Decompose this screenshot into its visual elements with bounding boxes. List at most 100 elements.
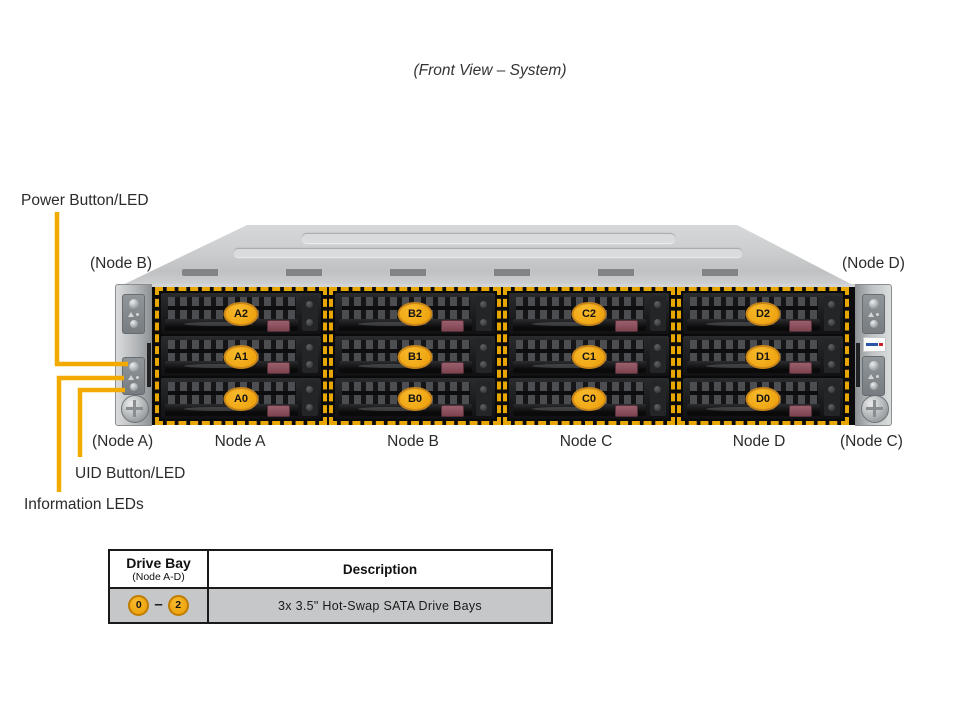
bay-label: D0	[745, 387, 781, 412]
bay-label: A2	[223, 302, 259, 326]
tray-release-latch	[267, 405, 291, 418]
bay-label: B2	[397, 302, 433, 326]
tray-handle	[339, 404, 472, 418]
tray-handle	[513, 404, 646, 418]
bay-label: A0	[223, 387, 259, 412]
drive-tray: B2	[335, 293, 495, 334]
status-leds	[123, 375, 144, 380]
cover-vent-slots	[182, 269, 794, 276]
table-data-row: 0 – 2 3x 3.5" Hot-Swap SATA Drive Bays	[110, 587, 551, 622]
bay-label: C0	[571, 387, 607, 412]
bay-end-badge: 2	[167, 595, 189, 616]
node-a-label: Node A	[214, 433, 266, 450]
description-header: Description	[342, 561, 418, 577]
tray-handle	[513, 318, 646, 332]
bay-label: D2	[745, 302, 781, 326]
tray-release-latch	[789, 362, 813, 375]
power-button	[128, 362, 139, 372]
drive-tray: C1	[509, 335, 669, 377]
alert-led-icon	[128, 375, 134, 380]
bay-label: C1	[571, 344, 607, 369]
drive-tray: D0	[683, 378, 843, 420]
drive-tray: D1	[683, 335, 843, 377]
tray-endcap	[476, 338, 492, 374]
power-button-label: Power Button/LED	[21, 192, 149, 209]
info-led-icon	[136, 313, 139, 316]
thumbscrew	[861, 395, 889, 423]
drive-bay-header: Drive Bay	[126, 554, 191, 571]
bay-label: B1	[397, 344, 433, 369]
tray-endcap	[824, 338, 840, 374]
power-button	[128, 299, 139, 309]
node-d-corner-label: (Node D)	[842, 255, 905, 272]
bay-range-cell: 0 – 2	[110, 589, 209, 622]
bay-start-badge: 0	[128, 595, 150, 616]
tray-release-latch	[789, 405, 813, 418]
range-dash: –	[154, 596, 163, 613]
tray-endcap	[302, 296, 318, 331]
chassis-top-cover	[122, 225, 853, 285]
tray-handle	[165, 404, 298, 418]
info-led-icon	[876, 375, 879, 378]
cover-stamping	[234, 249, 742, 257]
tray-handle	[687, 318, 820, 332]
thumbscrew	[121, 395, 149, 423]
uid-button	[129, 383, 138, 391]
tray-release-latch	[441, 405, 465, 418]
tray-handle	[339, 361, 472, 375]
uid-button	[869, 382, 878, 390]
bay-label: A1	[223, 344, 259, 369]
bay-label: D1	[745, 344, 781, 369]
information-leds-label: Information LEDs	[24, 496, 144, 513]
tray-endcap	[824, 296, 840, 331]
tray-release-latch	[615, 362, 639, 375]
node-c-label: Node C	[559, 433, 613, 450]
alert-led-icon	[128, 312, 134, 317]
description-cell: 3x 3.5" Hot-Swap SATA Drive Bays	[209, 589, 551, 622]
node-d-label: Node D	[732, 433, 786, 450]
drive-bay-area: A2 A1 A0 B2 B1 B0 C2 C1 C0 D2 D1 D0	[151, 287, 855, 425]
drive-tray: A1	[161, 335, 321, 377]
tray-endcap	[650, 338, 666, 374]
drive-tray: B0	[335, 378, 495, 420]
ear-latch	[147, 343, 151, 387]
tray-endcap	[650, 381, 666, 417]
tray-release-latch	[789, 319, 813, 332]
node-section-c: C2 C1 C0	[503, 287, 675, 425]
drive-tray: C0	[509, 378, 669, 420]
drive-tray: C2	[509, 293, 669, 334]
cover-stamping	[301, 234, 675, 243]
info-led-icon	[136, 376, 139, 379]
node-b-corner-label: (Node B)	[90, 255, 153, 272]
drive-bay-subheader: (Node A-D)	[132, 570, 185, 583]
status-leds	[863, 312, 884, 317]
drive-tray: B1	[335, 335, 495, 377]
drive-tray: A0	[161, 378, 321, 420]
tray-endcap	[650, 296, 666, 331]
node-b-label: Node B	[387, 433, 439, 450]
tray-handle	[513, 361, 646, 375]
node-a-control-panel	[122, 357, 145, 395]
tray-release-latch	[441, 319, 465, 332]
info-led-icon	[876, 313, 879, 316]
tray-handle	[687, 404, 820, 418]
alert-led-icon	[868, 312, 874, 317]
tray-handle	[687, 361, 820, 375]
tray-release-latch	[615, 405, 639, 418]
status-leds	[863, 374, 884, 379]
status-leds	[123, 312, 144, 317]
power-button	[868, 299, 879, 309]
tray-release-latch	[267, 362, 291, 375]
supermicro-logo	[863, 337, 886, 352]
tray-endcap	[824, 381, 840, 417]
tray-release-latch	[615, 319, 639, 332]
tray-endcap	[302, 381, 318, 417]
node-b-control-panel	[122, 294, 145, 334]
drive-tray: A2	[161, 293, 321, 334]
node-section-b: B2 B1 B0	[329, 287, 501, 425]
tray-endcap	[476, 381, 492, 417]
uid-button-label: UID Button/LED	[75, 465, 186, 482]
node-section-a: A2 A1 A0	[155, 287, 327, 425]
description-header-cell: Description	[209, 551, 551, 587]
